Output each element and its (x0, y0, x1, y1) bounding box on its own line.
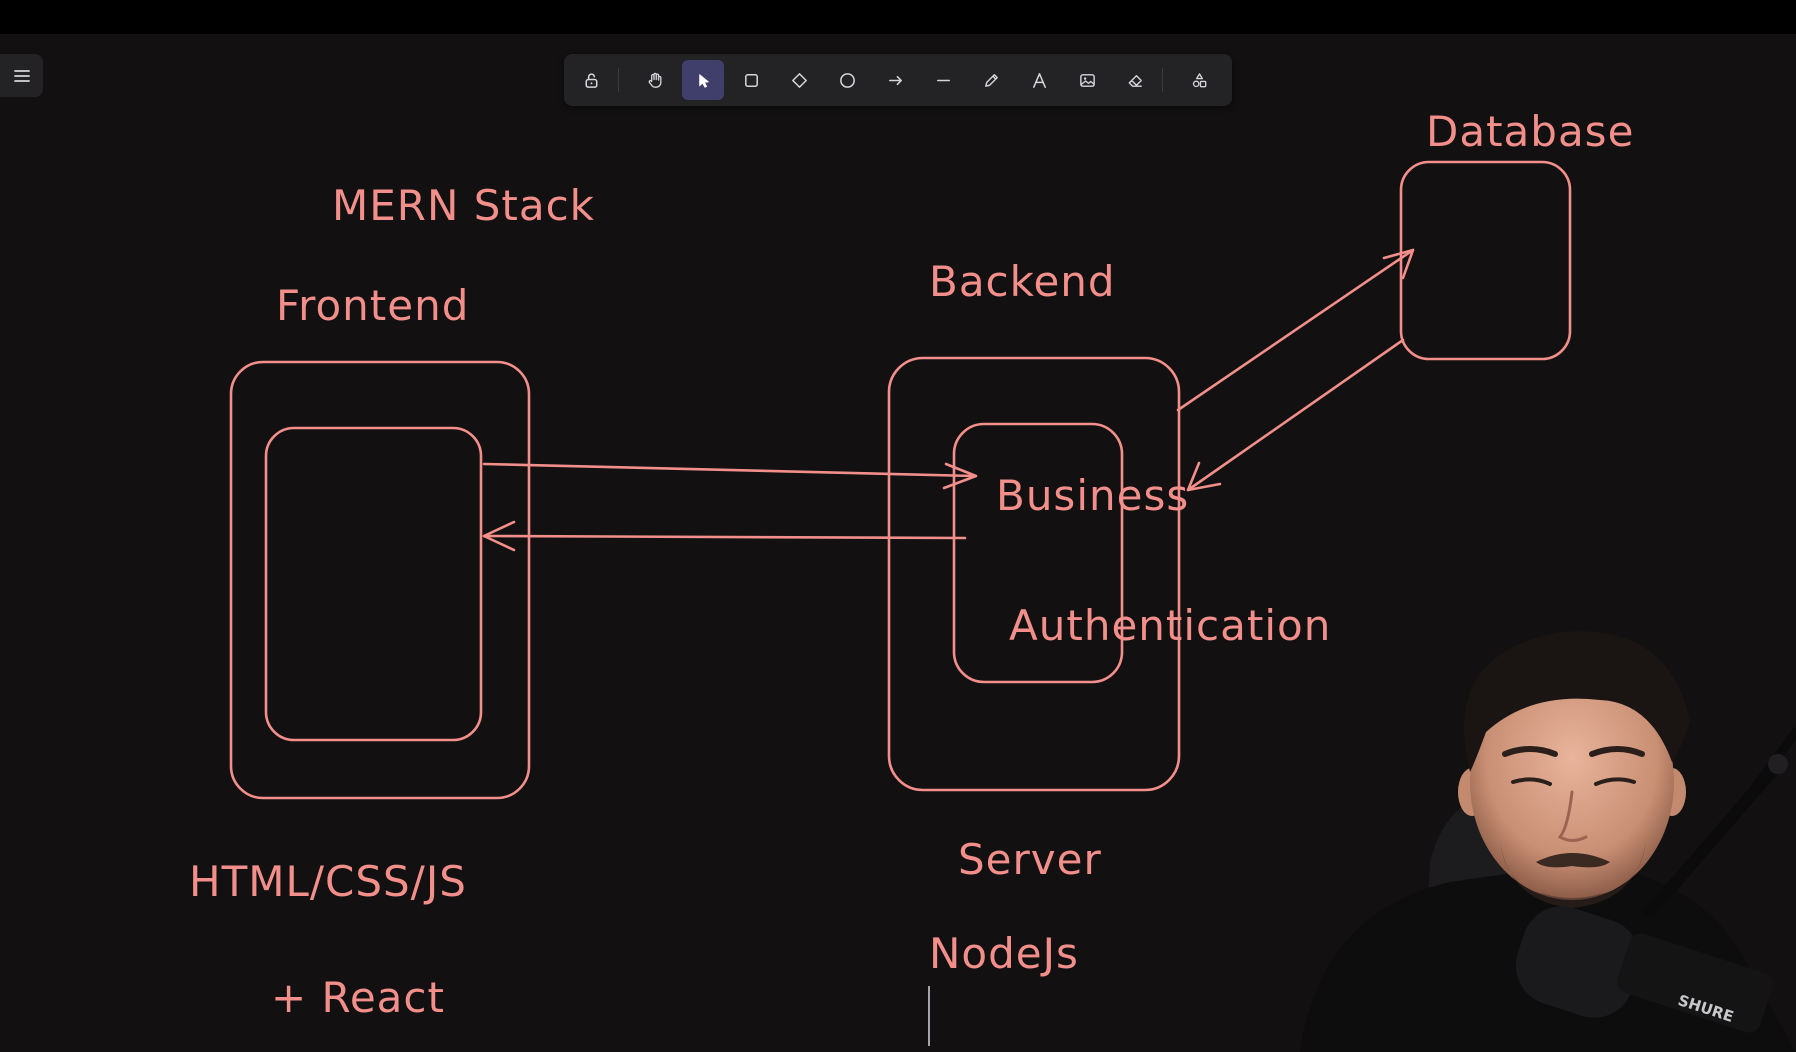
lock-tool-button[interactable] (570, 60, 612, 100)
eraser-icon (1128, 74, 1142, 87)
authentication-label[interactable]: Authentication (1009, 601, 1331, 650)
database-box[interactable] (1399, 160, 1572, 361)
backend-label[interactable]: Backend (929, 257, 1116, 306)
frontend-tech-label[interactable]: HTML/CSS/JS (189, 857, 467, 906)
rectangle-icon (744, 73, 758, 87)
response-arrow-head (482, 520, 516, 552)
image-tool-button[interactable] (1066, 60, 1108, 100)
image-icon (1079, 73, 1095, 87)
request-arrow-head (942, 462, 978, 490)
eraser-tool-button[interactable] (1114, 60, 1156, 100)
frontend-extra-label[interactable]: + React (271, 973, 445, 1022)
top-bar (0, 0, 1796, 34)
result-arrow-head (1186, 461, 1222, 492)
backend-outer-box[interactable] (887, 356, 1181, 792)
arrow-tool-button[interactable] (874, 60, 916, 100)
frontend-inner-box[interactable] (264, 426, 483, 742)
result-arrow[interactable] (1186, 338, 1405, 492)
line-tool-button[interactable] (922, 60, 964, 100)
unlock-icon (585, 72, 597, 88)
request-arrow[interactable] (482, 462, 976, 478)
hand-icon (648, 72, 661, 88)
ellipse-tool-button[interactable] (826, 60, 868, 100)
selection-tool-button[interactable] (682, 60, 724, 100)
draw-tool-button[interactable] (970, 60, 1012, 100)
diamond-icon (791, 72, 807, 88)
text-tool-button[interactable] (1018, 60, 1060, 100)
shapes-toolbar (564, 54, 1232, 106)
server-label[interactable]: Server (958, 835, 1102, 884)
pencil-icon (984, 73, 998, 87)
toolbar-separator (1162, 68, 1163, 92)
main-menu-button[interactable] (0, 54, 43, 97)
response-arrow[interactable] (482, 534, 967, 540)
arrow-right-icon (888, 75, 902, 85)
hamburger-icon (13, 69, 30, 82)
shapes-library-icon (1192, 72, 1206, 87)
backend-inner-box[interactable] (952, 422, 1124, 684)
query-arrow-head (1382, 248, 1415, 280)
rectangle-tool-button[interactable] (730, 60, 772, 100)
more-tools-button[interactable] (1178, 60, 1220, 100)
backend-tech-label[interactable]: NodeJs (929, 929, 1079, 978)
query-arrow[interactable] (1176, 248, 1415, 412)
presenter-webcam: SHURE (1300, 612, 1796, 1052)
toolbar-separator (618, 68, 619, 92)
hand-tool-button[interactable] (634, 60, 676, 100)
circle-icon (839, 72, 855, 88)
cursor-pointer-icon (698, 73, 709, 88)
diamond-tool-button[interactable] (778, 60, 820, 100)
frontend-outer-box[interactable] (229, 360, 531, 800)
text-icon (1032, 72, 1046, 88)
business-label[interactable]: Business (996, 471, 1189, 520)
presenter-video: SHURE (1300, 631, 1796, 1052)
diagram-title[interactable]: MERN Stack (332, 181, 595, 230)
database-label[interactable]: Database (1426, 107, 1634, 156)
line-icon (936, 79, 950, 81)
frontend-label[interactable]: Frontend (276, 281, 469, 330)
